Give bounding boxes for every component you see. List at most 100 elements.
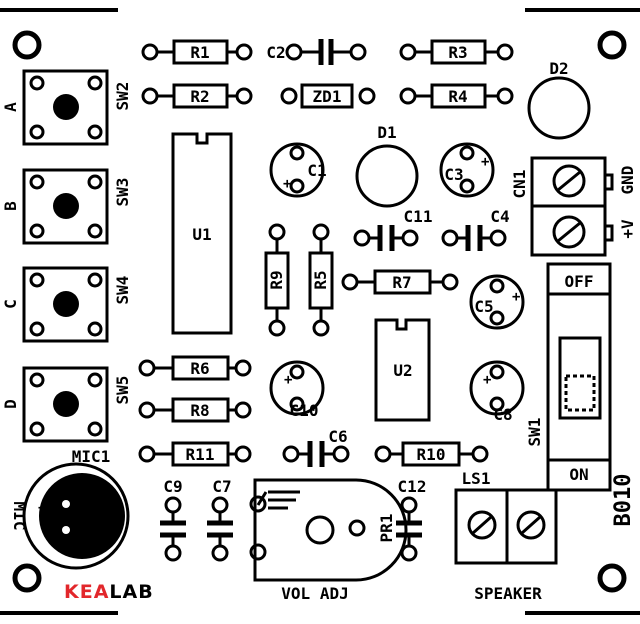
- brand-logo: KEALAB: [64, 581, 154, 603]
- led-d2: [527, 76, 591, 140]
- capacitor-c11: [353, 225, 419, 251]
- svg-text:+: +: [284, 372, 292, 388]
- resistor-r4: [399, 83, 514, 109]
- label-c1: C1: [307, 161, 326, 180]
- label-sw2: SW2: [113, 82, 132, 111]
- svg-text:+: +: [38, 500, 46, 516]
- label-mic1: MIC1: [72, 447, 111, 466]
- label-a: A: [1, 102, 20, 112]
- ic-u1: [171, 132, 233, 335]
- mount-hole-br: [597, 563, 627, 593]
- component-labels: R1 R2 C2 R3 R4 ZD1 D2 D1 C1 C3 C11 C4 U1…: [72, 43, 594, 603]
- label-r7: R7: [392, 273, 411, 292]
- capacitor-c12: [396, 496, 422, 562]
- label-d1: D1: [377, 123, 396, 142]
- mount-hole-bl: [12, 563, 42, 593]
- capacitor-c5: [469, 274, 525, 330]
- capacitor-c8: [469, 360, 525, 416]
- resistor-r7: [341, 269, 459, 295]
- mount-hole-tr: [597, 30, 627, 60]
- label-r11: R11: [186, 445, 215, 464]
- push-button-sw2: [22, 69, 109, 146]
- resistor-r8: [138, 397, 252, 423]
- label-sw4: SW4: [113, 276, 132, 305]
- capacitor-c10: [269, 360, 325, 416]
- resistor-r1: [141, 39, 253, 65]
- label-r1: R1: [190, 43, 209, 62]
- capacitor-c7: [207, 496, 233, 562]
- slide-switch-sw1: [546, 262, 612, 492]
- ic-u2: [374, 318, 431, 422]
- label-c9: C9: [163, 477, 182, 496]
- resistor-r10: [374, 441, 489, 467]
- label-c5: C5: [474, 297, 493, 316]
- push-button-sw4: [22, 266, 109, 343]
- label-r2: R2: [190, 87, 209, 106]
- label-c10: C10: [290, 401, 319, 420]
- label-r5: R5: [311, 270, 330, 289]
- led-d1: [355, 144, 419, 208]
- label-mic: MIC: [10, 502, 29, 531]
- label-d2: D2: [549, 59, 568, 78]
- capacitor-c2: [285, 39, 367, 65]
- terminal-ls1: [454, 488, 558, 565]
- label-on: ON: [569, 465, 588, 484]
- label-ls1: LS1: [462, 469, 491, 488]
- label-board-code: B010: [611, 474, 636, 527]
- svg-text:+: +: [283, 176, 291, 192]
- label-zd1: ZD1: [313, 87, 342, 106]
- label-c4: C4: [490, 207, 509, 226]
- capacitor-c3: [439, 142, 495, 198]
- svg-text:+: +: [483, 372, 491, 388]
- resistor-r3: [399, 39, 514, 65]
- capacitor-c6: [282, 441, 350, 467]
- label-u1: U1: [192, 225, 211, 244]
- svg-text:+: +: [512, 289, 520, 305]
- label-b: B: [1, 201, 20, 211]
- push-button-sw5: [22, 366, 109, 443]
- label-r3: R3: [448, 43, 467, 62]
- label-c2: C2: [266, 43, 285, 62]
- label-r4: R4: [448, 87, 467, 106]
- label-cn1: CN1: [510, 170, 529, 199]
- resistor-r5: [308, 223, 334, 337]
- label-c6: C6: [328, 427, 347, 446]
- label-vol-adj: VOL ADJ: [281, 584, 348, 603]
- label-c12: C12: [398, 477, 427, 496]
- label-c7: C7: [212, 477, 231, 496]
- label-r10: R10: [417, 445, 446, 464]
- label-r8: R8: [190, 401, 209, 420]
- label-sw3: SW3: [113, 178, 132, 207]
- capacitor-c4: [441, 225, 507, 251]
- trimpot-pr1: [249, 478, 408, 582]
- resistor-r2: [141, 83, 253, 109]
- zener-zd1: [280, 83, 376, 109]
- resistor-r6: [138, 355, 252, 381]
- label-r9: R9: [267, 270, 286, 289]
- label-r6: R6: [190, 359, 209, 378]
- label-sw5: SW5: [113, 376, 132, 405]
- resistor-r9: [264, 223, 290, 337]
- label-sw1: SW1: [525, 418, 544, 447]
- capacitor-c1: [269, 142, 325, 198]
- label-c: C: [1, 299, 20, 309]
- resistor-r11: [138, 441, 252, 467]
- label-speaker: SPEAKER: [474, 584, 542, 603]
- label-d: D: [1, 399, 20, 409]
- capacitor-c9: [160, 496, 186, 562]
- svg-text:+: +: [481, 154, 489, 170]
- connector-cn1: [530, 156, 614, 257]
- label-plus-v: +V: [618, 219, 637, 239]
- label-c8: C8: [493, 405, 512, 424]
- microphone-mic1: [22, 462, 130, 570]
- label-pr1: PR1: [377, 514, 396, 543]
- push-button-sw3: [22, 168, 109, 245]
- label-u2: U2: [393, 361, 412, 380]
- label-off: OFF: [565, 272, 594, 291]
- mount-hole-tl: [12, 30, 42, 60]
- label-c3: C3: [444, 165, 463, 184]
- label-c11: C11: [404, 207, 433, 226]
- label-gnd: GND: [618, 166, 637, 195]
